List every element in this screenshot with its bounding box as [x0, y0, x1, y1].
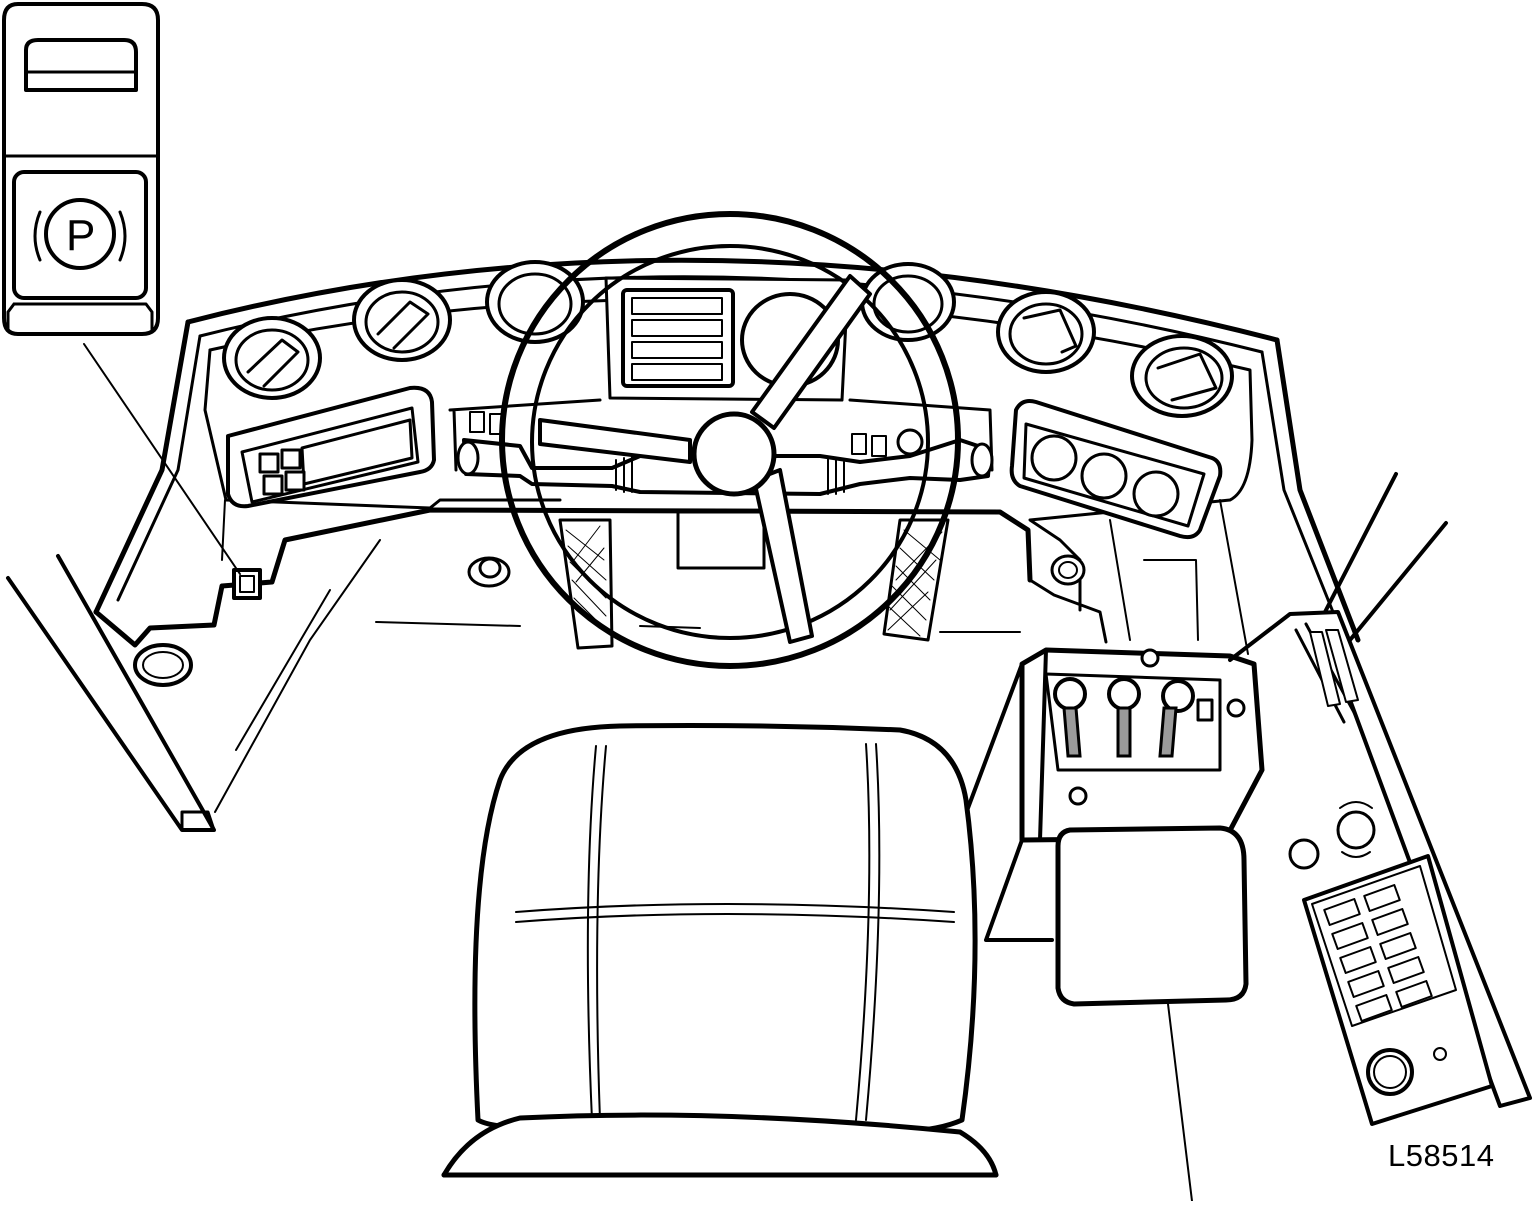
parking-brake-symbol: P — [66, 211, 95, 260]
left-door-pillar — [6, 554, 216, 832]
steering-wheel-icon — [499, 211, 961, 669]
right-side-panel — [1228, 610, 1532, 1126]
centre-instrument-panel — [448, 276, 994, 472]
dash-vents — [222, 260, 1234, 418]
pedals — [558, 510, 950, 650]
right-gauge-module — [1009, 399, 1223, 540]
left-display-module — [226, 385, 436, 509]
callout-leader-line — [83, 343, 241, 575]
operator-seat-icon — [441, 723, 999, 1178]
floor-knobs — [467, 554, 1086, 588]
figure-reference-code: L58514 — [1388, 1138, 1495, 1173]
parking-brake-switch-icon: P — [2, 2, 160, 336]
right-console — [966, 647, 1265, 1202]
right-door-pillar — [1323, 472, 1448, 642]
